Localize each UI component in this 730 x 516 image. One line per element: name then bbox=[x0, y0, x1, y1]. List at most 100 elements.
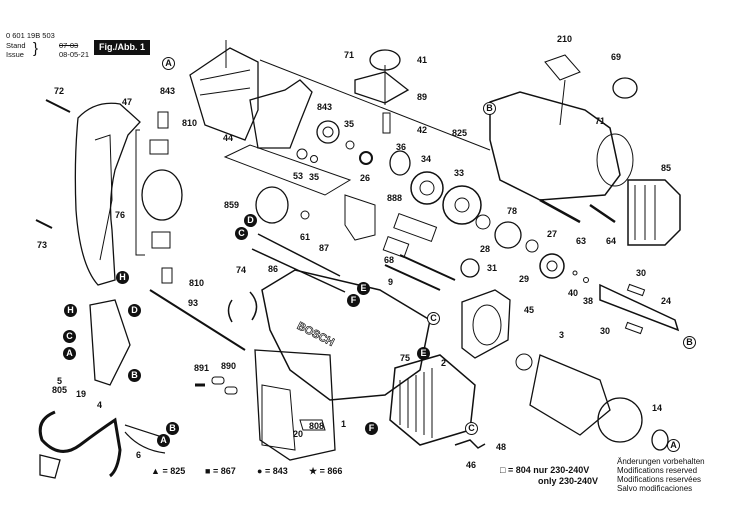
part-label-89: 89 bbox=[417, 92, 428, 102]
part-label-46: 46 bbox=[466, 460, 477, 470]
square-icon: ■ bbox=[205, 466, 211, 476]
part-label-71: 71 bbox=[344, 50, 355, 60]
screw-64 bbox=[589, 203, 616, 224]
part-label-87: 87 bbox=[319, 243, 330, 253]
part-label-5: 5 bbox=[57, 376, 63, 386]
brush-890b bbox=[224, 386, 238, 395]
part-label-74: 74 bbox=[236, 265, 247, 275]
connector-e: E bbox=[417, 347, 430, 360]
part-label-30: 30 bbox=[636, 268, 647, 278]
part-label-35: 35 bbox=[344, 119, 355, 129]
part-label-38: 38 bbox=[583, 296, 594, 306]
part-label-210: 210 bbox=[557, 34, 573, 44]
connector-b: B bbox=[483, 102, 496, 115]
frame-89 bbox=[354, 71, 410, 104]
chuck-85 bbox=[627, 179, 681, 246]
part-label-41: 41 bbox=[417, 55, 428, 65]
bearing-plate-45 bbox=[461, 289, 511, 359]
issue-value: 08-05-21 bbox=[59, 50, 90, 59]
part-label-68: 68 bbox=[384, 255, 395, 265]
part-label-93: 93 bbox=[188, 298, 199, 308]
switch-4 bbox=[89, 299, 131, 386]
part-label-14: 14 bbox=[652, 403, 663, 413]
modifications-note-fr: Modifications reservées bbox=[617, 475, 702, 484]
part-label-2: 2 bbox=[441, 358, 447, 368]
connector-d: D bbox=[128, 304, 141, 317]
part-label-72: 72 bbox=[54, 86, 65, 96]
connector-c: C bbox=[63, 330, 76, 343]
part-label-73: 73 bbox=[37, 240, 48, 250]
connector-a: A bbox=[157, 434, 170, 447]
connector-a: A bbox=[667, 439, 680, 452]
clip-74 bbox=[227, 291, 258, 323]
intermediate-housing bbox=[189, 47, 259, 141]
star-icon: ★ bbox=[309, 466, 318, 476]
part-label-1: 1 bbox=[341, 419, 347, 429]
motor-housing-1 bbox=[261, 269, 431, 401]
brush-890a bbox=[211, 376, 225, 385]
gear-843 bbox=[316, 120, 340, 144]
gear-33 bbox=[442, 185, 482, 225]
part-label-86: 86 bbox=[268, 264, 279, 274]
housing-brand: BOSCH bbox=[295, 320, 336, 349]
bracket-76 bbox=[135, 129, 145, 256]
part-label-890: 890 bbox=[221, 361, 237, 371]
part-label-29: 29 bbox=[519, 274, 530, 284]
gear-housing bbox=[489, 91, 621, 201]
dot-icon: ● bbox=[257, 466, 263, 476]
kit-outline bbox=[223, 144, 352, 196]
part-label-78: 78 bbox=[507, 206, 518, 216]
connector-h: H bbox=[116, 271, 129, 284]
part-label-63: 63 bbox=[576, 236, 587, 246]
part-label-76: 76 bbox=[115, 210, 126, 220]
connector-b: B bbox=[683, 336, 696, 349]
part-label-53: 53 bbox=[293, 171, 304, 181]
part-label-28: 28 bbox=[480, 244, 491, 254]
part-36 bbox=[389, 150, 411, 176]
voltage-note-line1: □ = 804 nur 230-240V bbox=[500, 465, 590, 475]
rod-87 bbox=[257, 233, 341, 277]
brush-810b bbox=[161, 267, 173, 284]
connector-b: B bbox=[166, 422, 179, 435]
legend-item-825: ▲ = 825 bbox=[151, 466, 186, 476]
part-label-61: 61 bbox=[300, 232, 311, 242]
part-label-30-lower: 30 bbox=[600, 326, 611, 336]
triangle-icon: ▲ bbox=[151, 466, 160, 476]
part-label-35-lower: 35 bbox=[309, 172, 320, 182]
clutch-888 bbox=[344, 194, 376, 241]
legend-item-843: ● = 843 bbox=[257, 466, 288, 476]
handle-inner bbox=[94, 134, 113, 261]
cable-805 bbox=[38, 410, 122, 478]
connector-b: B bbox=[128, 369, 141, 382]
pin-42 bbox=[382, 112, 391, 134]
washer-29 bbox=[525, 239, 539, 253]
part-label-75: 75 bbox=[400, 353, 411, 363]
part-label-26: 26 bbox=[360, 173, 371, 183]
voltage-note-line2: only 230-240V bbox=[538, 476, 599, 486]
washer-35a bbox=[345, 140, 355, 150]
part-label-810: 810 bbox=[182, 118, 198, 128]
connector-h: H bbox=[64, 304, 77, 317]
part-label-9: 9 bbox=[388, 277, 394, 287]
connector-f: F bbox=[365, 422, 378, 435]
connector-c: C bbox=[235, 227, 248, 240]
part-label-44: 44 bbox=[223, 133, 234, 143]
bearing-26 bbox=[359, 151, 373, 165]
connector-a: A bbox=[63, 347, 76, 360]
pin-30a bbox=[626, 283, 646, 297]
part-label-891: 891 bbox=[194, 363, 210, 373]
brush-holder bbox=[141, 169, 183, 221]
screw-72 bbox=[45, 99, 71, 113]
legend-item-867: ■ = 867 bbox=[205, 466, 236, 476]
legend-item-866: ★ = 866 bbox=[309, 466, 343, 476]
part-label-19: 19 bbox=[76, 389, 87, 399]
part-38 bbox=[583, 277, 589, 283]
clip-48 bbox=[454, 439, 486, 449]
part-label-24: 24 bbox=[661, 296, 672, 306]
washer-35b bbox=[310, 155, 318, 163]
screw-73 bbox=[35, 219, 53, 229]
part-label-31: 31 bbox=[487, 263, 498, 273]
modifications-note-en: Modifications reserved bbox=[617, 466, 698, 475]
plug bbox=[39, 454, 61, 479]
part-label-825: 825 bbox=[452, 128, 468, 138]
